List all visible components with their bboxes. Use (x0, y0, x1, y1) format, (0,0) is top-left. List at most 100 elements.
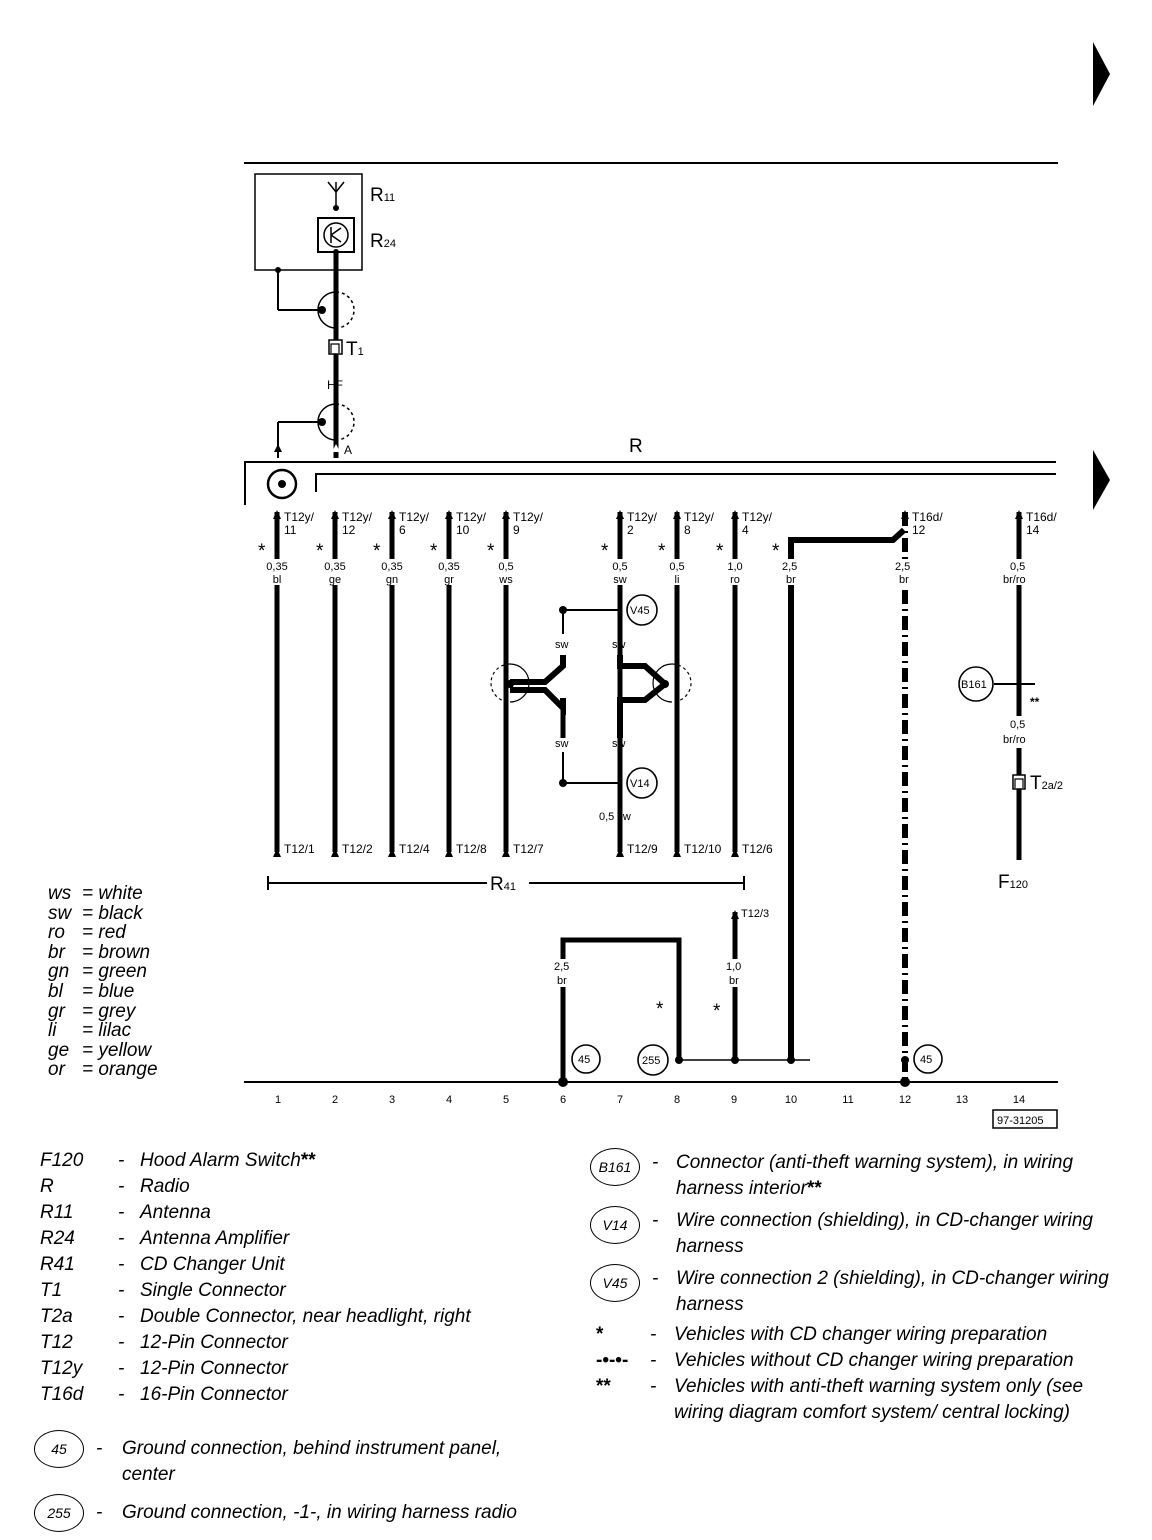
connector-symbol: V45 (590, 1264, 652, 1318)
ground-wiring (558, 910, 909, 1087)
ground-legend-row: 255-Ground connection, -1-, in wiring ha… (34, 1494, 554, 1532)
wire-6-size: 2,5 (554, 961, 569, 973)
connector-B161-icon[interactable]: B161 (958, 666, 994, 702)
track-number: 3 (389, 1094, 395, 1106)
wire-star: * (487, 541, 495, 562)
color-code-row: or= orange (48, 1060, 158, 1080)
legend-row: T12-12-Pin Connector (40, 1330, 560, 1356)
pin-T12-3: T12/3 (741, 908, 769, 920)
connector-legend: B161-Connector (anti-theft warning syste… (590, 1148, 1130, 1322)
label-T1: T1 (346, 339, 364, 360)
connector-legend-row: B161-Connector (anti-theft warning syste… (590, 1148, 1130, 1202)
diagram-number: 97-31205 (997, 1115, 1044, 1127)
pin-bottom-label: T12/6 (742, 842, 773, 856)
wire-star: * (658, 541, 666, 562)
legend-dash: - (118, 1332, 125, 1353)
wire-color: bl (273, 574, 282, 586)
legend-dash: - (650, 1350, 657, 1371)
legend-row: T12y-12-Pin Connector (40, 1356, 560, 1382)
wire-color: li (675, 574, 680, 586)
legend-row: T16d-16-Pin Connector (40, 1382, 560, 1408)
wire-star: * (716, 541, 724, 562)
legend-row: R11-Antenna (40, 1200, 560, 1226)
pin-bottom-label: T12/7 (513, 842, 544, 856)
legend-desc: Wire connection (shielding), in CD-chang… (676, 1210, 1093, 1257)
radio-outline (244, 461, 1056, 505)
pin-bottom-label: T12/4 (399, 842, 430, 856)
pin-arrow-icon (673, 848, 681, 857)
connector-symbol: V14 (590, 1206, 652, 1260)
color-code-row: br= brown (48, 942, 158, 963)
track-number: 12 (899, 1094, 911, 1106)
wire-color: ws (498, 574, 513, 586)
wire-star: * (601, 541, 609, 562)
wire-size: 0,5 (669, 561, 684, 573)
note-row: **-Vehicles with anti-theft warning syst… (596, 1374, 1136, 1426)
pin-arrow-icon (616, 510, 624, 519)
note-symbol: ** (596, 1376, 611, 1397)
track-number: 8 (674, 1094, 680, 1106)
next-page-arrow-top[interactable] (1093, 42, 1110, 106)
wire-size: 0,5 (612, 561, 627, 573)
legend-code: T1 (40, 1280, 63, 1301)
svg-text:B161: B161 (961, 679, 987, 691)
legend-dash: - (118, 1280, 125, 1301)
legend-dash: - (652, 1268, 659, 1289)
legend-code: T16d (40, 1384, 84, 1405)
wire-color: ro (730, 574, 740, 586)
legend-dash: - (96, 1438, 103, 1459)
ground-255-icon[interactable]: 255 (637, 1044, 669, 1076)
amplifier-icon (323, 222, 349, 248)
color-code: gn (48, 961, 70, 983)
legend-dash: - (650, 1324, 657, 1345)
ground-45-icon-right[interactable]: 45 (913, 1044, 943, 1074)
color-code: gr (48, 1000, 65, 1022)
legend-desc: 12-Pin Connector (140, 1332, 288, 1353)
label-bg (265, 559, 289, 585)
notes-legend: *-Vehicles with CD changer wiring prepar… (596, 1322, 1136, 1426)
legend-code: R41 (40, 1254, 75, 1275)
connector-V14-icon[interactable]: V14 (626, 767, 658, 799)
legend-desc: Radio (140, 1176, 190, 1197)
legend-desc: 16-Pin Connector (140, 1384, 288, 1405)
wire-12-color: br (899, 574, 909, 586)
color-code: or (48, 1059, 65, 1081)
next-page-arrow-mid[interactable] (1093, 450, 1110, 510)
track-number: 11 (842, 1094, 853, 1106)
legend-desc: CD Changer Unit (140, 1254, 285, 1275)
wire-size: 0,35 (324, 561, 345, 573)
legend-dash: - (96, 1502, 103, 1523)
label-A: A (344, 443, 352, 457)
label-bg (494, 559, 518, 585)
pin-top-label: T12y/12 (342, 510, 373, 537)
wire-12 (900, 510, 910, 1087)
legend-dash: - (118, 1254, 125, 1275)
ground-45-icon-left[interactable]: 45 (571, 1044, 601, 1074)
legend-dash: - (118, 1176, 125, 1197)
color-code-row: gn= green (48, 962, 158, 982)
legend-row: F120-Hood Alarm Switch** (40, 1148, 560, 1174)
legend-desc: Double Connector, near headlight, right (140, 1306, 471, 1327)
color-code-row: bl= blue (48, 982, 158, 1002)
track-number: 6 (560, 1094, 566, 1106)
color-code-row: sw= black (48, 903, 158, 924)
pin-arrow-icon (502, 848, 510, 857)
pin-top-label: T12y/2 (627, 510, 658, 537)
note-desc: Vehicles without CD changer wiring prepa… (674, 1350, 1074, 1371)
wire-size: 0,35 (438, 561, 459, 573)
connector-V45-icon[interactable]: V45 (626, 594, 658, 626)
legend-row: R-Radio (40, 1174, 560, 1200)
label-bg (437, 559, 461, 585)
pin-arrow-icon (445, 510, 453, 519)
pin-top-label: T12y/4 (742, 510, 773, 537)
legend-dash: - (650, 1376, 657, 1397)
color-code: ro (48, 922, 65, 944)
wire-star: * (373, 541, 381, 562)
pin-arrow-icon (731, 848, 739, 857)
label-bg (380, 559, 404, 585)
legend-desc: Wire connection 2 (shielding), in CD-cha… (676, 1268, 1109, 1315)
